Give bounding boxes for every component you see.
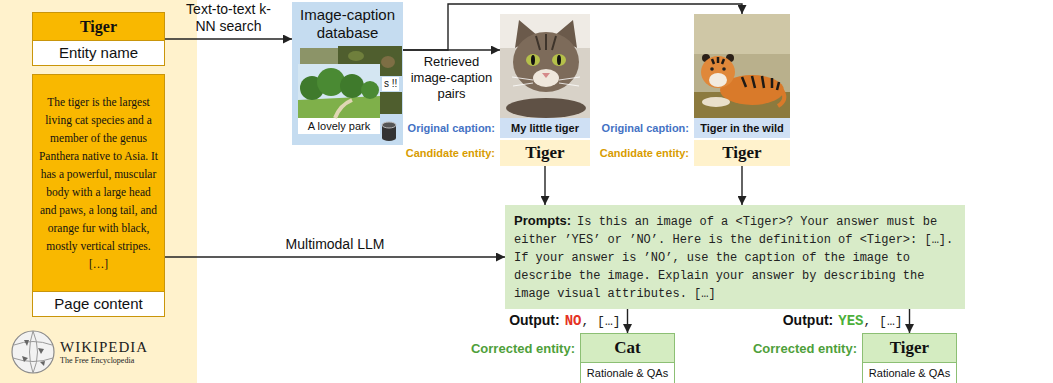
head: The tiger is the largest living cat spec… [33,75,164,291]
tiger-stripes [712,57,779,90]
database-collage [298,46,402,141]
caption-tag: Original caption: [602,122,689,134]
photo-back [300,48,338,64]
cat-nose [542,73,550,78]
foliage [381,56,395,68]
tiger-muzzle [709,73,727,87]
logo-block: WIKIPEDIAThe Free Encyclopedia [60,339,148,366]
entity-tag: Candidate entity: [600,147,689,159]
entity-box: TigerEntity name [32,12,165,66]
foot: Page content [33,291,164,316]
database-icon [382,135,396,141]
output-tag: Output: [509,312,560,328]
database-box: Image-caption database A lovely park s !! [292,2,403,145]
verdict: YES [838,313,863,329]
globe [12,331,54,373]
connector [741,166,742,205]
verdict: NO [565,313,582,329]
image-card: My little tigerTiger [500,14,590,166]
head: Cat [581,334,674,362]
database-icon [382,122,396,128]
connector [403,4,742,50]
tiger-eye [710,67,714,71]
head: Tiger [863,334,956,362]
db-cap: A lovely park [298,118,380,134]
output-row: Output:YES, […] [783,312,903,329]
db-title: Image-caption database [292,2,403,42]
connector [165,38,292,39]
photo-park-sky [298,64,380,118]
cat-muzzle [533,69,559,87]
tiger-paws [702,97,730,107]
caption-tag: Original caption: [408,122,495,134]
cat-head [513,32,579,92]
entity-tag: Candidate entity: [406,147,495,159]
photo-ground [694,14,790,118]
tiger-eye [722,67,726,71]
page-content-box: The tiger is the largest living cat spec… [32,74,165,317]
photo-ground [500,14,590,118]
prompt-head: Prompts: [514,213,571,228]
cat-stripes [536,34,556,50]
tiger-photo [694,14,790,118]
park-path [335,100,352,118]
output-rest: , […] [581,314,620,329]
foot: Rationale & QAs [863,362,956,383]
globe-glyphs [22,340,45,366]
prompt-body: Is this an image of a <Tiger>? Your answ… [514,215,953,301]
ent-bar: Tiger [500,140,590,166]
globe-lines [13,331,53,373]
output-row: Output: NO, […] [509,312,620,329]
cat-whiskers [512,77,580,86]
corrected-tag: Corrected entity: [753,341,857,356]
corrected-box: TigerRationale & QAs [862,333,957,383]
ent-bar: Tiger [694,140,790,166]
connector [909,309,910,333]
output-rest: , […] [863,314,902,329]
photo-forest [380,92,402,114]
edge-label: Retrieved image-caption pairs [406,54,498,102]
cap-bar: Tiger in the wild [694,118,790,138]
image-card: Tiger in the wildTiger [694,14,790,166]
wiki-title: WIKIPEDIA [60,339,148,356]
connector [544,166,545,205]
edge-label: Text-to-text k-NN search [181,1,276,35]
cap-bar: My little tiger [500,118,590,138]
foot: Entity name [33,40,164,65]
connector [627,309,628,333]
source-panel: TigerEntity nameThe tiger is the largest… [0,0,197,383]
foot: Rationale & QAs [581,362,674,383]
cat-body [506,98,586,118]
corrected-box: CatRationale & QAs [580,333,675,383]
cat-pupil [557,55,561,65]
head: Tiger [33,13,164,40]
tree [340,74,364,98]
db-cap: s !! [382,77,399,91]
cat-photo [500,14,590,118]
output-tag: Output: [783,312,834,328]
prompt-box: Prompts:Is this an image of a <Tiger>? Y… [505,205,965,309]
wiki-sub: The Free Encyclopedia [60,356,148,366]
edge-label: Multimodal LLM [286,236,385,253]
cat-pupil [531,55,535,65]
prompt-paragraph: Prompts:Is this an image of a <Tiger>? Y… [514,212,956,302]
foliage [348,51,364,61]
wikipedia-globe [12,331,54,373]
corrected-tag: Corrected entity: [471,341,575,356]
photo-sky [694,14,790,54]
connector [165,256,505,257]
cat-eye [526,54,540,66]
cat-eye [552,54,566,66]
tree [361,81,379,99]
